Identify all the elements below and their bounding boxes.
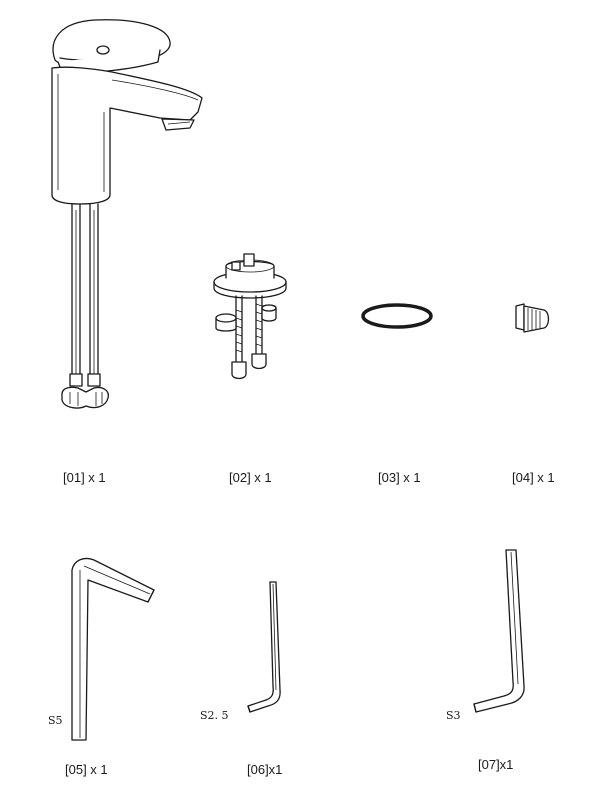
part-01-label: [01] x 1 (63, 470, 106, 485)
part-07-size: S3 (446, 709, 461, 722)
part-04-label: [04] x 1 (512, 470, 555, 485)
part-02-label: [02] x 1 (229, 470, 272, 485)
part-04-plug-screw (515, 303, 550, 333)
part-06-hex-key-s2-5 (247, 581, 281, 713)
part-01-faucet (51, 19, 203, 409)
part-06-label: [06]x1 (247, 762, 282, 777)
part-05-size: S5 (48, 714, 63, 727)
part-05-hex-key-s5 (71, 557, 155, 741)
part-06-size: S2. 5 (200, 709, 229, 722)
part-03-label: [03] x 1 (378, 470, 421, 485)
part-07-hex-key-s3 (473, 549, 525, 713)
part-03-o-ring (361, 303, 433, 329)
part-07-label: [07]x1 (478, 757, 513, 772)
part-02-mounting-kit (213, 253, 287, 380)
part-05-label: [05] x 1 (65, 762, 108, 777)
